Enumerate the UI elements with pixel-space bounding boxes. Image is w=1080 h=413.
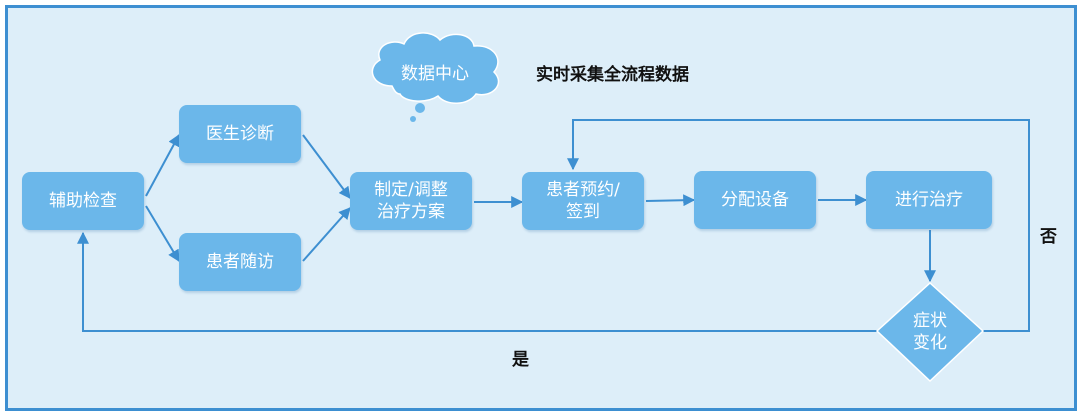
node-make-plan: 制定/调整 治疗方案 xyxy=(350,172,472,230)
data-center-caption: 实时采集全流程数据 xyxy=(536,65,689,85)
edge-yes-loop xyxy=(77,231,878,332)
node-patient-followup: 患者随访 xyxy=(179,233,301,291)
node-appointment: 患者预约/ 签到 xyxy=(522,172,644,230)
node-aux-exam: 辅助检查 xyxy=(22,172,144,230)
yes-label: 是 xyxy=(512,350,529,370)
edge-followup-to-plan xyxy=(302,207,351,262)
no-label: 否 xyxy=(1040,227,1057,247)
edge-appointment-to-device xyxy=(645,194,696,207)
data-center-cloud xyxy=(371,32,500,122)
node-treatment: 进行治疗 xyxy=(866,171,992,229)
node-allocate-device: 分配设备 xyxy=(694,171,816,229)
symptom-change-label: 症状 变化 xyxy=(913,311,947,353)
data-center-label: 数据中心 xyxy=(401,64,469,84)
edge-aux-to-diagnosis xyxy=(145,133,180,197)
edge-no-loop xyxy=(567,119,1030,332)
edge-aux-to-followup xyxy=(145,205,180,263)
edge-diagnosis-to-plan xyxy=(302,134,351,199)
node-doctor-diagnosis: 医生诊断 xyxy=(179,105,301,163)
symptom-change-diamond xyxy=(875,281,985,383)
